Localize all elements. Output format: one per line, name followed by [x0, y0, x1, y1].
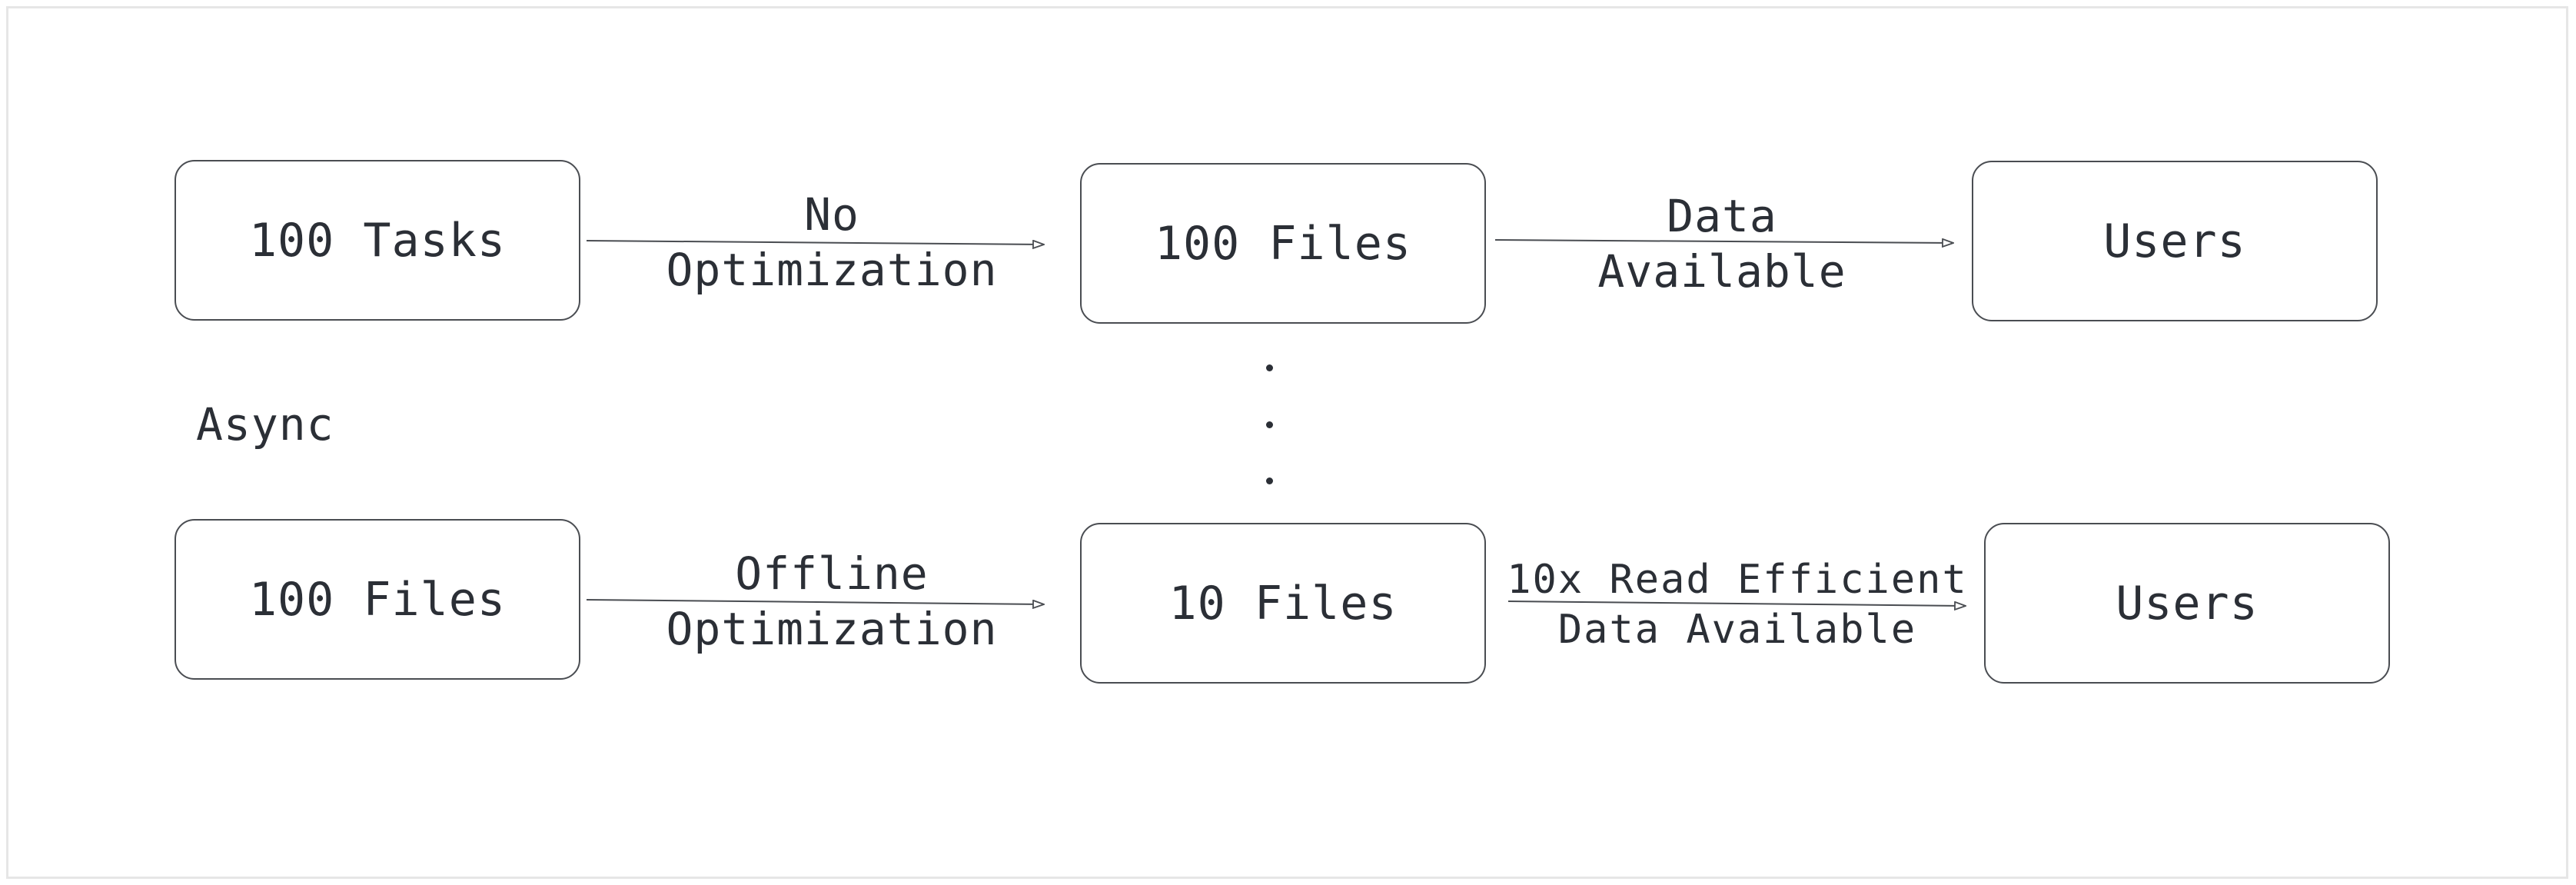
- node-100-files-input: 100 Files: [175, 519, 580, 680]
- node-label: 100 Files: [248, 572, 507, 627]
- ellipsis-dot: [1266, 364, 1273, 371]
- edge-label-offline-optimization: Offline Optimization: [666, 547, 998, 655]
- diagram-canvas: [6, 6, 2568, 879]
- node-label: 100 Tasks: [248, 213, 507, 268]
- node-users-top: Users: [1972, 161, 2378, 321]
- edge-label-read-efficient: 10x Read Efficient Data Available: [1507, 557, 1968, 653]
- node-label: 100 Files: [1154, 216, 1412, 271]
- node-label: 10 Files: [1168, 576, 1398, 630]
- node-10-files: 10 Files: [1080, 523, 1486, 684]
- edge-label-data-available: Data Available: [1597, 190, 1846, 298]
- edge-label-no-optimization: No Optimization: [666, 188, 998, 296]
- async-label: Async: [196, 398, 334, 451]
- node-users-bottom: Users: [1984, 523, 2390, 684]
- node-100-tasks: 100 Tasks: [175, 160, 580, 321]
- node-label: Users: [2103, 214, 2246, 268]
- node-label: Users: [2116, 576, 2259, 630]
- ellipsis-dot: [1266, 421, 1273, 428]
- ellipsis-dot: [1266, 477, 1273, 484]
- node-100-files-raw: 100 Files: [1080, 163, 1486, 324]
